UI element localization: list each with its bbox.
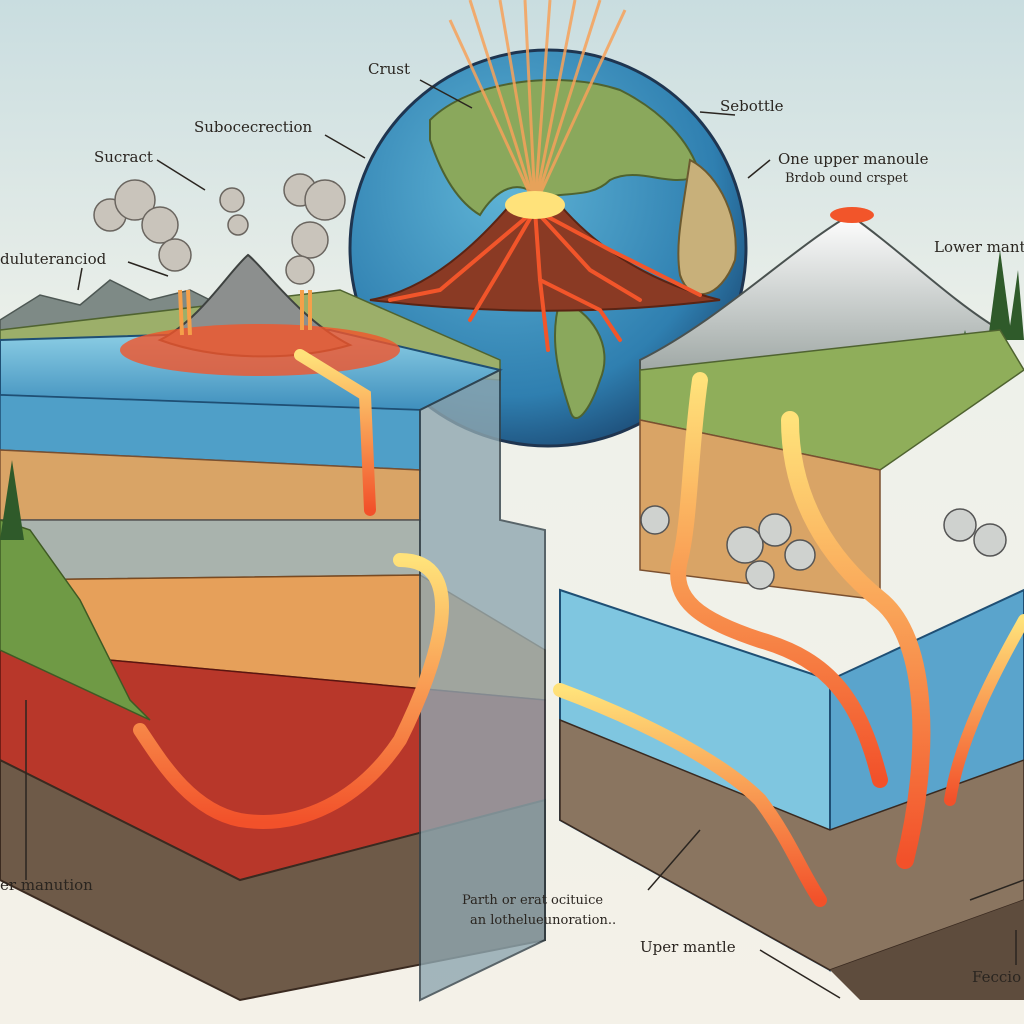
label-crust: Crust: [368, 60, 411, 78]
label-sebottle: Sebottle: [720, 97, 784, 115]
continent-south: [554, 298, 606, 419]
label-one-upper-mantle: One upper manoule: [778, 150, 929, 168]
left-side-face: [419, 368, 546, 1002]
left-subduction-lava: [133, 553, 449, 829]
label-er-manution: er manution: [0, 876, 93, 894]
continent-right: [677, 158, 737, 296]
left-pine-tree: [0, 460, 24, 540]
label-parth-line1: Parth or erat ocituice: [462, 893, 604, 908]
right-lava-river-4: [944, 614, 1024, 806]
right-crust-block: [553, 207, 1024, 1000]
label-crust-bound: Brdob ound crspet: [785, 171, 908, 186]
left-vent-flames: [178, 289, 312, 336]
left-lava-pool: [120, 324, 400, 376]
label-sucract: Sucract: [94, 148, 153, 166]
label-pointers: [25, 79, 1024, 999]
left-crust-block: [0, 173, 546, 1002]
label-subduction: Subocecrection: [194, 118, 313, 136]
globe-lava-veins: [388, 208, 702, 352]
left-lava-conduit: [294, 349, 376, 516]
label-upper-mantle: Uper mantle: [640, 938, 736, 956]
right-base-rock: [830, 900, 1024, 1000]
right-lava-river-1: [670, 372, 888, 788]
label-feccio: Feccio: [972, 968, 1022, 986]
right-lava-river-3: [553, 683, 827, 907]
continent-top: [429, 79, 702, 217]
eruption-plume: [448, 0, 627, 206]
left-layer-grey: [0, 519, 421, 581]
left-smoke-plumes: [93, 173, 346, 285]
label-parth-line2: an lothelueunoration..: [470, 913, 617, 928]
label-lower-mantle: Lower manti: [934, 238, 1024, 256]
right-lava-river-2: [781, 411, 931, 869]
label-duluteranciod: duluteranciod: [0, 250, 107, 268]
left-grass-slope: [0, 519, 151, 721]
right-land-surface: [639, 329, 1024, 471]
right-boulders: [640, 505, 1007, 590]
right-crater-lava: [830, 207, 874, 223]
